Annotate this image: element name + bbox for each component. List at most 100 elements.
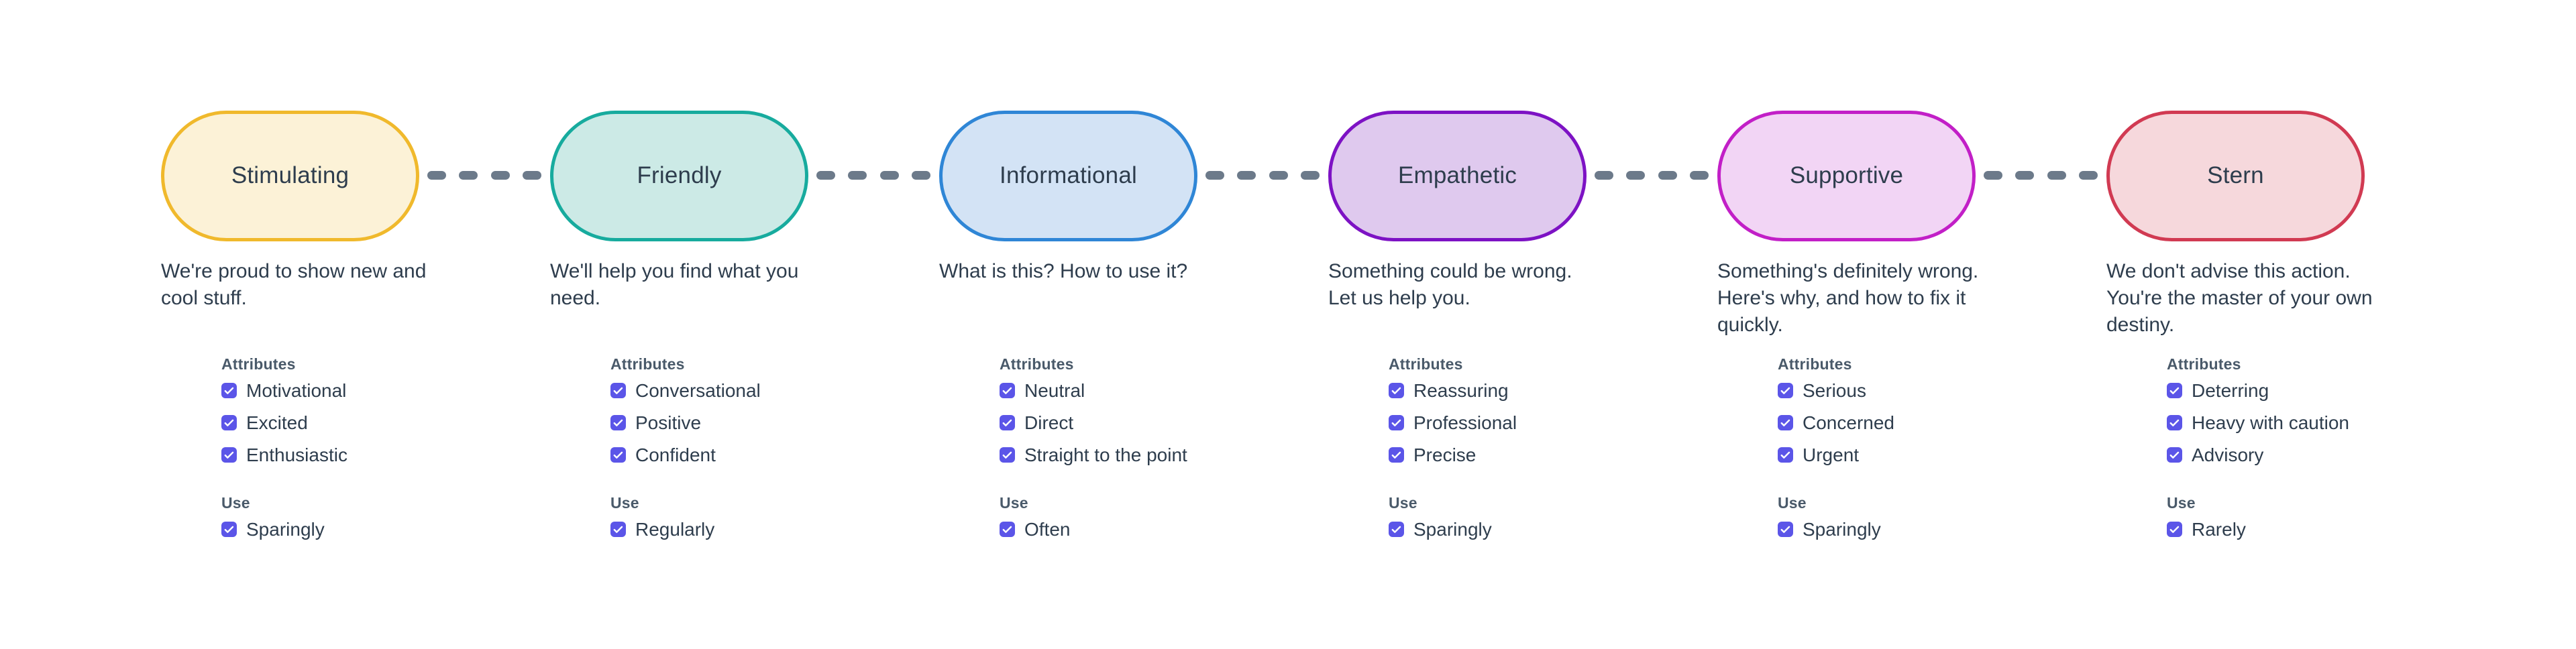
connector-dash [1658,170,1677,180]
checkmark-icon[interactable] [2167,383,2182,398]
attributes-item-label: Confident [635,445,716,465]
attributes-checkbox-row[interactable]: Neutral [1000,379,1268,402]
attributes-item-label: Neutral [1024,380,1085,401]
connector-dash [1626,170,1646,180]
attributes-checkbox-row[interactable]: Advisory [2167,444,2435,466]
checkmark-icon[interactable] [1000,383,1015,398]
connector-dash [1237,170,1256,180]
connector-dash [490,170,510,180]
use-item-label: Often [1024,519,1071,540]
checkmark-icon[interactable] [1778,447,1793,463]
use-group-title: Use [2167,494,2196,512]
attributes-checkbox-row[interactable]: Motivational [221,379,490,402]
tone-pill[interactable]: Informational [939,111,1197,241]
attributes-item-label: Urgent [1803,445,1860,465]
attributes-group-title: Attributes [221,355,296,373]
use-checkbox-row[interactable]: Sparingly [221,518,490,540]
use-checkbox-row[interactable]: Sparingly [1389,518,1657,540]
attributes-checkbox-row[interactable]: Precise [1389,444,1657,466]
checkmark-icon[interactable] [1389,522,1404,537]
dashed-connector-icon [427,168,541,182]
attributes-checkbox-row[interactable]: Straight to the point [1000,444,1268,466]
checkmark-icon[interactable] [1000,522,1015,537]
checkmark-icon[interactable] [1000,415,1015,430]
tone-pill[interactable]: Stern [2106,111,2365,241]
tone-description: We don't advise this action. You're the … [2106,260,2373,336]
use-checkbox-row[interactable]: Regularly [610,518,879,540]
attributes-item-label: Straight to the point [1024,445,1187,465]
checkmark-icon[interactable] [610,522,626,537]
attributes-checkbox-row[interactable]: Positive [610,412,879,434]
checkmark-icon[interactable] [610,383,626,398]
attributes-group-title: Attributes [1778,355,1852,373]
checkmark-icon[interactable] [1778,522,1793,537]
checkmark-icon[interactable] [1778,383,1793,398]
checkmark-icon[interactable] [2167,415,2182,430]
checkmark-icon[interactable] [610,415,626,430]
attributes-item-label: Enthusiastic [246,445,347,465]
checkmark-icon[interactable] [610,447,626,463]
tone-pill[interactable]: Friendly [550,111,808,241]
attributes-group-title: Attributes [1000,355,1074,373]
use-checkbox-row[interactable]: Often [1000,518,1268,540]
checkmark-icon[interactable] [1000,447,1015,463]
use-item-label: Sparingly [1413,519,1492,540]
attributes-checkbox-row[interactable]: Confident [610,444,879,466]
attributes-checkbox-row[interactable]: Conversational [610,379,879,402]
checkmark-icon[interactable] [221,447,237,463]
tone-pill[interactable]: Empathetic [1328,111,1587,241]
attributes-item-label: Direct [1024,412,1074,433]
checkmark-icon[interactable] [2167,522,2182,537]
attributes-checkbox-row[interactable]: Deterring [2167,379,2435,402]
connector-dash [522,170,541,180]
attributes-checkbox-row[interactable]: Heavy with caution [2167,412,2435,434]
attributes-checkbox-row[interactable]: Concerned [1778,412,2046,434]
use-checkbox-row[interactable]: Sparingly [1778,518,2046,540]
checkmark-icon[interactable] [2167,447,2182,463]
connector-dash [2078,170,2098,180]
checkmark-icon[interactable] [221,415,237,430]
connector-dash [1300,170,1320,180]
attributes-item-label: Positive [635,412,702,433]
attributes-checkbox-row[interactable]: Serious [1778,379,2046,402]
tone-name-label: Stern [2207,162,2264,189]
checkmark-icon[interactable] [1389,447,1404,463]
tone-pill[interactable]: Supportive [1717,111,1976,241]
tone-pill[interactable]: Stimulating [161,111,419,241]
use-item-label: Rarely [2192,519,2246,540]
checkmark-icon[interactable] [1389,415,1404,430]
attributes-group-title: Attributes [610,355,685,373]
tone-name-label: Friendly [637,162,722,189]
tone-name-label: Supportive [1789,162,1904,189]
attributes-checkbox-row[interactable]: Professional [1389,412,1657,434]
connector-dash [427,170,446,180]
tone-column-stern: Stern We don't advise this action. You're… [2106,0,2428,649]
attributes-checkbox-row[interactable]: Direct [1000,412,1268,434]
checkmark-icon[interactable] [221,522,237,537]
use-item-label: Regularly [635,519,715,540]
attributes-item-label: Advisory [2192,445,2264,465]
use-checkbox-row[interactable]: Rarely [2167,518,2435,540]
checkmark-icon[interactable] [1778,415,1793,430]
checkmark-icon[interactable] [221,383,237,398]
checkmark-icon[interactable] [1389,383,1404,398]
attributes-checkbox-row[interactable]: Excited [221,412,490,434]
attributes-checkbox-row[interactable]: Reassuring [1389,379,1657,402]
attributes-checkbox-row[interactable]: Urgent [1778,444,2046,466]
attributes-item-label: Precise [1413,445,1477,465]
attributes-item-label: Motivational [246,380,347,401]
attributes-checkbox-row[interactable]: Enthusiastic [221,444,490,466]
